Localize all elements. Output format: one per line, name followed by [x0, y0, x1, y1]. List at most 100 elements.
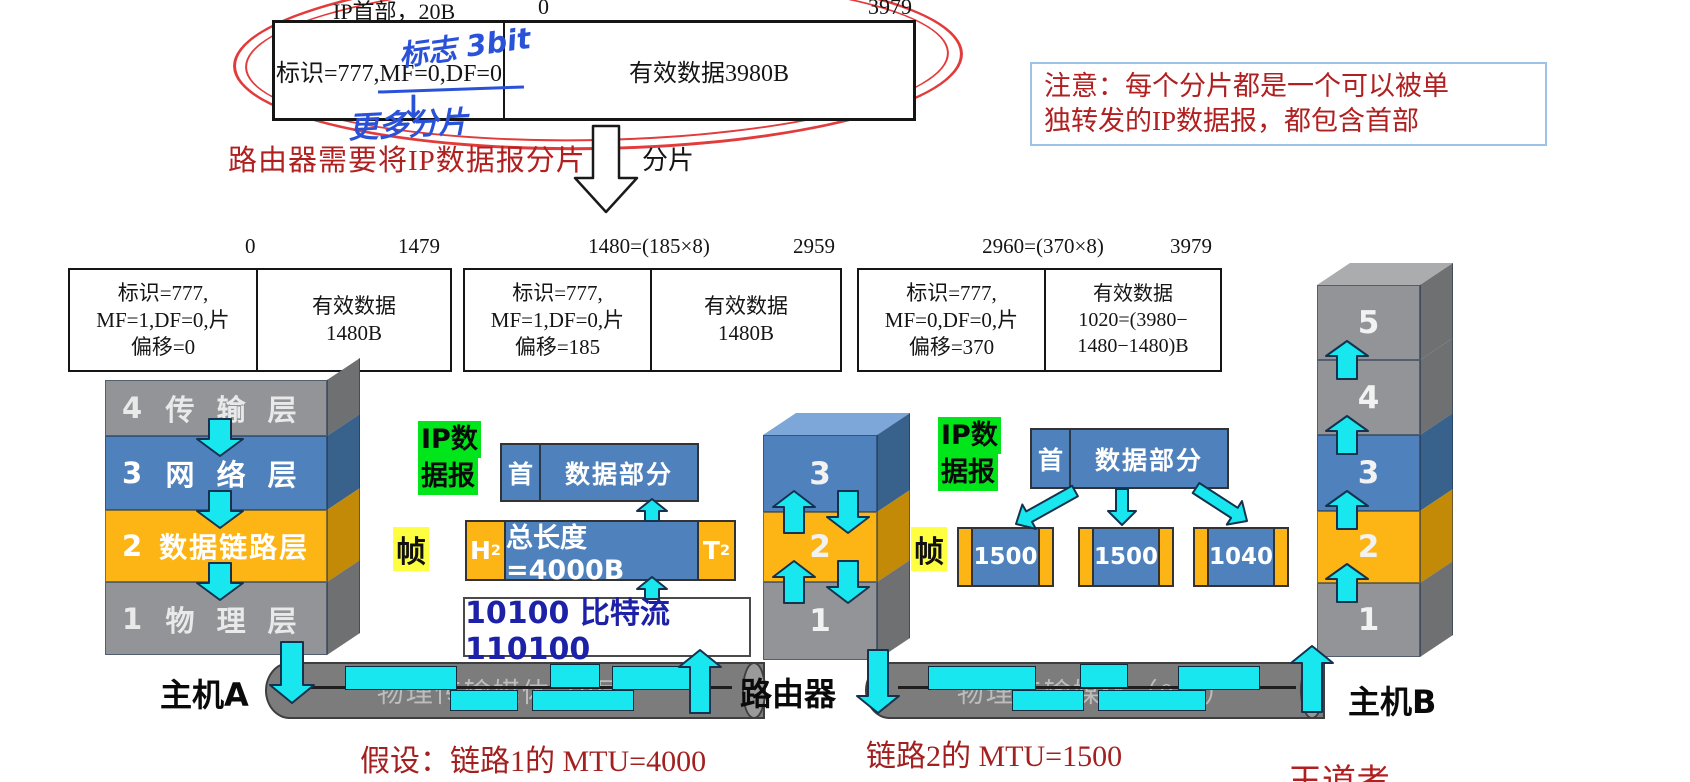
frag1-id-line3: 偏移=0: [130, 334, 196, 359]
router-label: 路由器: [740, 675, 837, 713]
bit-block: [450, 690, 518, 711]
frame-size-cell: 1040: [1208, 529, 1275, 585]
note-line-2: 独转发的IP数据报，都包含首部: [1044, 106, 1420, 136]
frame-length-cell: 总长度=4000B: [506, 522, 699, 586]
bit-block: [1080, 664, 1128, 688]
fragment-table-3: 标识=777, MF=0,DF=0,片 偏移=370 有效数据 1020=(39…: [857, 268, 1222, 372]
layer-number: 3: [122, 456, 143, 490]
frag2-data-line2: 1480B: [717, 321, 774, 345]
host-b-label: 主机B: [1348, 683, 1437, 721]
identification-cell: 标识=777,MF=0,DF=0: [275, 23, 505, 118]
layer-name: 物 理 层: [165, 603, 303, 638]
frame-trailer-cell: [1160, 529, 1172, 585]
frame-size-cell: 1500: [973, 529, 1040, 585]
frag1-id-line1: 标识=777,: [117, 280, 209, 305]
frag2-id-line3: 偏移=185: [514, 334, 601, 359]
frag1-data-line2: 1480B: [325, 321, 382, 345]
ip-datagram-label-2: IP数 据报: [938, 417, 1001, 491]
watermark: 王道考研/CSKAOYAN.COM: [1288, 754, 1690, 782]
small-frame-2: 1500: [1078, 527, 1174, 587]
ip-datagram-label-line1: IP数: [418, 421, 481, 458]
ip-datagram-label-line2: 据报: [418, 458, 478, 495]
bit-block: [1098, 690, 1206, 711]
bar2-cylinder-cap: [1300, 662, 1324, 719]
layer-name: 传 输 层: [165, 393, 303, 427]
frame-size-cell: 1500: [1093, 529, 1160, 585]
packet-header-cell: 首: [502, 445, 541, 500]
frag3-data-line3: 1480−1480)B: [1077, 335, 1189, 357]
frag2-id-line1: 标识=777,: [512, 280, 603, 305]
hosta-layer-physical: 1 物 理 层: [105, 582, 327, 655]
ip-datagram-label-line1: IP数: [938, 417, 1001, 454]
handwritten-down-arrow-icon: ↓: [400, 88, 427, 126]
frame-label-1: 帧: [393, 527, 429, 571]
frame-header-cell: [959, 529, 974, 585]
bit-block: [1012, 690, 1084, 711]
bit-block: [532, 690, 634, 711]
small-frame-1: 1500: [957, 527, 1054, 587]
layer-name: 数据链路层: [159, 531, 310, 564]
router-layer-2: 2: [763, 512, 877, 582]
down-arrow-icon: [1107, 488, 1137, 526]
fragmentation-caption: 路由器需要将IP数据报分片: [228, 145, 586, 177]
bit-block: [928, 666, 1036, 690]
diagonal-arrow-icon: [1015, 484, 1079, 530]
ip-datagram-label-1: IP数 据报: [418, 421, 481, 495]
note-line-1: 注意：每个分片都是一个可以被单: [1044, 71, 1449, 101]
bit-block: [1178, 666, 1260, 690]
packet-data-cell: 数据部分: [564, 459, 673, 489]
packet-header-cell: 首: [1032, 430, 1071, 487]
fragment-table-1: 标识=777, MF=1,DF=0,片 偏移=0 有效数据 1480B: [68, 268, 452, 372]
host-a-label: 主机A: [160, 676, 249, 714]
diagonal-arrow-icon: [1191, 482, 1248, 526]
ip-packet-box-1: 首 数据部分: [500, 443, 699, 502]
hosta-layer-network: 3 网 络 层: [105, 436, 327, 510]
bitstream-box: 10100 比特流 110100: [463, 596, 751, 667]
bit-block: [550, 664, 600, 688]
frag1-offset-start: 0: [245, 234, 256, 258]
bar1-cylinder-cap: [742, 662, 766, 719]
layer-name: 网 络 层: [165, 458, 303, 492]
top-offset-end: 3979: [868, 0, 912, 19]
layer-number: 2: [122, 529, 143, 563]
frag3-id-line1: 标识=777,: [906, 280, 997, 305]
top-offset-start: 0: [538, 0, 549, 19]
split-arrow-label: 分片: [642, 146, 695, 175]
payload-cell: 有效数据3980B: [628, 61, 789, 87]
hostb-layer-5: 5: [1317, 285, 1420, 360]
router-layer-3: 3: [763, 435, 877, 512]
frag2-data-line1: 有效数据: [704, 294, 788, 318]
fragment-table-2: 标识=777, MF=1,DF=0,片 偏移=185 有效数据 1480B: [463, 268, 842, 372]
frame-trailer-cell: [1275, 529, 1287, 585]
top-datagram-box: 标识=777,MF=0,DF=0 有效数据3980B: [272, 20, 916, 121]
hostb-layer-3: 3: [1317, 435, 1420, 511]
frag1-id-line2: MF=1,DF=0,片: [96, 307, 230, 332]
bit-block: [345, 666, 457, 690]
frame-header-cell: [1195, 529, 1209, 585]
frame-header-cell: [1080, 529, 1094, 585]
link2-mtu-assumption: 链路2的 MTU=1500: [866, 740, 1123, 773]
hostb-layer-2: 2: [1317, 511, 1420, 583]
router-layer-1: 1: [763, 582, 877, 660]
hostb-layer-4: 4: [1317, 360, 1420, 435]
frag1-offset-end: 1479: [398, 234, 440, 258]
hostb-layer-1: 1: [1317, 583, 1420, 657]
ip-packet-box-2: 首 数据部分: [1030, 428, 1229, 489]
frag3-id-line2: MF=0,DF=0,片: [884, 307, 1019, 332]
small-frame-3: 1040: [1193, 527, 1289, 587]
hosta-layer-datalink: 2 数据链路层: [105, 510, 327, 582]
layer-number: 4: [122, 391, 143, 425]
frag3-data-line2: 1020=(3980−: [1078, 309, 1188, 331]
frame-trailer-cell: [1039, 529, 1052, 585]
frag1-data-line1: 有效数据: [312, 294, 396, 318]
frag3-offset-end: 3979: [1170, 234, 1212, 258]
frag3-data-line1: 有效数据: [1093, 283, 1173, 305]
bar1-wire-line: [298, 686, 732, 689]
frag2-id-line2: MF=1,DF=0,片: [490, 307, 625, 332]
frag2-offset-end: 2959: [793, 234, 835, 258]
frag3-offset-start: 2960=(370×8): [982, 234, 1104, 258]
